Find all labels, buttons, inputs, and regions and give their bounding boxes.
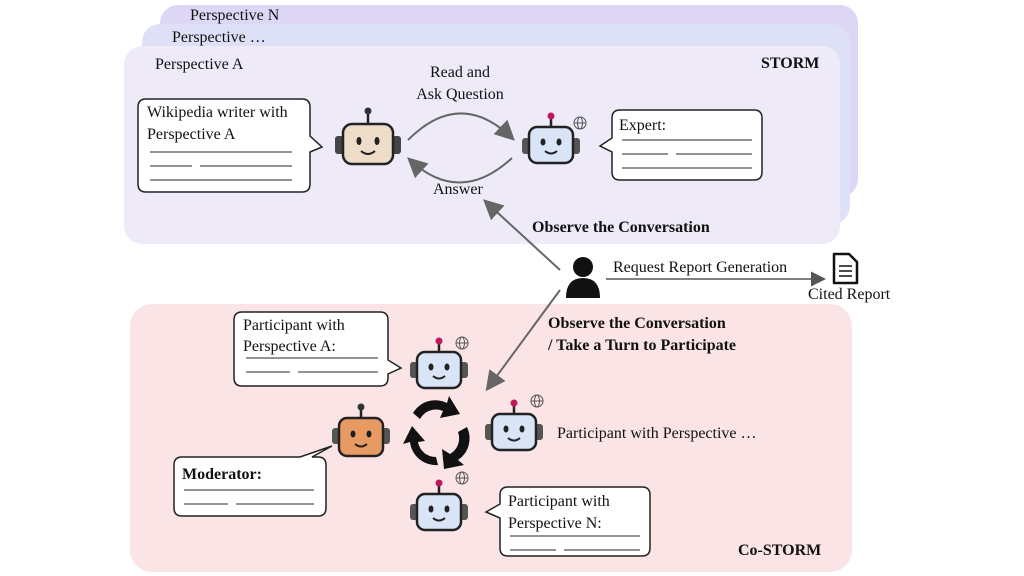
participant-a-bubble: [233, 311, 403, 387]
expert-bubble-lines: [622, 139, 752, 169]
participant-n-line-2: Perspective N:: [508, 515, 602, 532]
observe-participate-label-1: Observe the Conversation: [548, 315, 726, 332]
moderator-robot-icon: [332, 403, 390, 458]
moderator-bubble: [173, 445, 333, 517]
cycle-icon: [403, 396, 470, 469]
observe-label: Observe the Conversation: [532, 219, 710, 236]
participant-etc-label: Participant with Perspective …: [557, 425, 757, 442]
writer-bubble-lines: [150, 151, 292, 181]
writer-bubble: [137, 98, 324, 193]
writer-bubble-line-2: Perspective A: [147, 126, 236, 143]
writer-bubble-line-1: Wikipedia writer with: [147, 104, 288, 121]
writer-robot-icon: [335, 107, 401, 166]
storm-title: STORM: [761, 55, 820, 72]
answer-label: Answer: [433, 181, 483, 198]
stack-label-a: Perspective A: [155, 56, 244, 73]
globe-icon: [573, 116, 587, 130]
costorm-title: Co-STORM: [738, 542, 822, 559]
observe-arrow: [483, 199, 561, 271]
moderator-label: Moderator:: [182, 466, 262, 483]
document-icon: [832, 252, 859, 285]
moderator-bubble-lines: [184, 489, 314, 505]
globe-icon: [455, 336, 469, 350]
participant-etc-robot-icon: [485, 399, 543, 452]
answer-arrow: [407, 157, 513, 184]
read-ask-label-1: Read and: [430, 64, 490, 81]
participant-a-line-1: Participant with: [243, 317, 345, 334]
cited-report-label: Cited Report: [808, 286, 891, 303]
participant-n-line-1: Participant with: [508, 493, 610, 510]
participant-a-line-2: Perspective A:: [243, 338, 336, 355]
participant-n-robot-icon: [410, 479, 468, 532]
user-icon: [566, 257, 600, 298]
stack-label-n: Perspective N: [190, 7, 280, 24]
expert-bubble: [598, 109, 763, 181]
globe-icon: [530, 394, 544, 408]
stack-label-etc: Perspective …: [172, 29, 266, 46]
ask-question-arrow: [407, 112, 515, 141]
expert-robot-icon: [522, 112, 580, 165]
participate-arrow: [485, 289, 561, 392]
request-label: Request Report Generation: [613, 259, 788, 276]
participant-n-bubble-lines: [510, 535, 640, 551]
globe-icon: [455, 471, 469, 485]
read-ask-label-2: Ask Question: [416, 86, 504, 103]
expert-bubble-label: Expert:: [619, 117, 667, 134]
storm-panel: [124, 46, 840, 244]
participant-n-bubble: [484, 486, 651, 557]
observe-participate-label-2: / Take a Turn to Participate: [548, 337, 737, 354]
participant-a-bubble-lines: [246, 357, 378, 373]
participant-a-robot-icon: [410, 337, 468, 390]
